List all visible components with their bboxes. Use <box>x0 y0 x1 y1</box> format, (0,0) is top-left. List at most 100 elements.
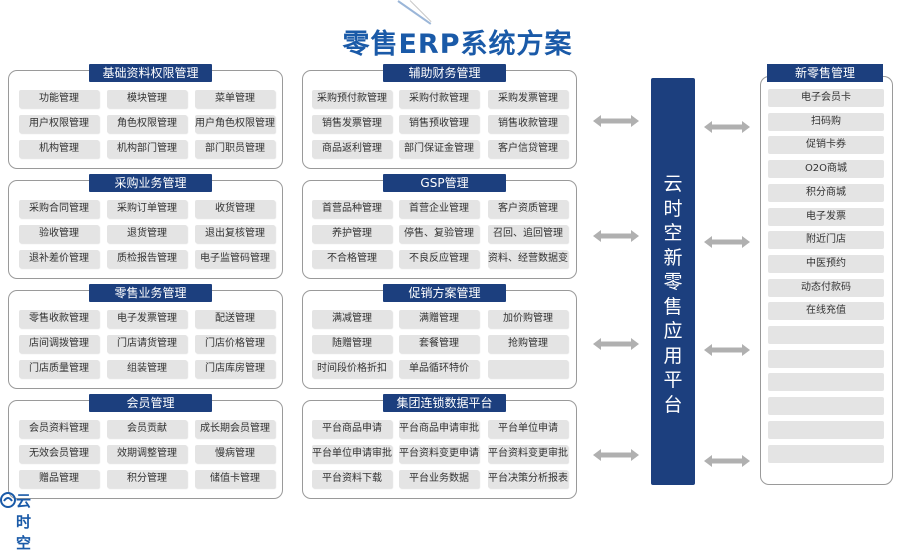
new-retail-item: O2O商城 <box>768 160 884 179</box>
double-arrow-icon <box>704 344 750 356</box>
new-retail-item: 扫码购 <box>768 112 884 131</box>
left-item: 退补差价管理 <box>19 250 99 268</box>
cloud-platform-char: 平 <box>663 369 683 391</box>
mid-item: 部门保证金管理 <box>399 140 479 158</box>
mid-item: 销售发票管理 <box>312 115 392 133</box>
left-item: 赠品管理 <box>19 470 99 488</box>
left-item: 成长期会员管理 <box>195 420 275 438</box>
new-retail-item: 中医预约 <box>768 254 884 273</box>
left-item: 门店库房管理 <box>195 360 275 378</box>
mid-item: 采购预付款管理 <box>312 90 392 108</box>
mid-item: 平台决策分析报表 <box>488 470 568 488</box>
left-item: 机构部门管理 <box>107 140 187 158</box>
left-item: 门店质量管理 <box>19 360 99 378</box>
mid-item: 首营品种管理 <box>312 200 392 218</box>
left-item: 功能管理 <box>19 90 99 108</box>
double-arrow-icon <box>704 236 750 248</box>
mid-item: 销售收款管理 <box>488 115 568 133</box>
new-retail-item: 在线充值 <box>768 302 884 321</box>
left-item: 门店请货管理 <box>107 335 187 353</box>
new-retail-item <box>768 373 884 392</box>
left-item: 无效会员管理 <box>19 445 99 463</box>
mid-item <box>488 360 568 378</box>
mid-item: 采购付款管理 <box>399 90 479 108</box>
mid-item: 不良反应管理 <box>399 250 479 268</box>
double-arrow-icon <box>704 121 750 133</box>
cloud-platform-char: 时 <box>663 197 683 220</box>
mid-item: 资料、经营数据变更 <box>488 250 568 268</box>
left-item: 菜单管理 <box>195 90 275 108</box>
left-item: 店间调拨管理 <box>19 335 99 353</box>
cloud-platform-char: 售 <box>663 295 683 318</box>
left-item: 会员贡献 <box>107 420 187 438</box>
new-retail-item: 积分商城 <box>768 183 884 202</box>
mid-item: 平台资料变更审批 <box>488 445 568 463</box>
mid-item: 销售预收管理 <box>399 115 479 133</box>
left-panel-title: 采购业务管理 <box>89 174 212 192</box>
new-retail-item: 电子会员卡 <box>768 89 884 107</box>
double-arrow-icon <box>593 230 639 242</box>
left-item: 用户权限管理 <box>19 115 99 133</box>
mid-item: 加价购管理 <box>488 310 568 328</box>
left-item: 用户角色权限管理 <box>195 115 275 133</box>
mid-panel-title: 集团连锁数据平台 <box>383 394 506 412</box>
left-item: 采购订单管理 <box>107 200 187 218</box>
mid-item: 采购发票管理 <box>488 90 568 108</box>
left-item: 零售收款管理 <box>19 310 99 328</box>
mid-panel-title: 促销方案管理 <box>383 284 506 302</box>
mid-item: 随赠管理 <box>312 335 392 353</box>
mid-item: 商品返利管理 <box>312 140 392 158</box>
mid-item: 抢购管理 <box>488 335 568 353</box>
mid-item: 停售、复验管理 <box>399 225 479 243</box>
mid-item: 套餐管理 <box>399 335 479 353</box>
mid-item: 平台单位申请 <box>488 420 568 438</box>
cloud-platform-char: 应 <box>663 320 683 342</box>
left-item: 门店价格管理 <box>195 335 275 353</box>
mid-item: 平台资料变更申请 <box>399 445 479 463</box>
left-item: 退出复核管理 <box>195 225 275 243</box>
new-retail-item <box>768 420 884 439</box>
left-item: 质检报告管理 <box>107 250 187 268</box>
mid-item: 满减管理 <box>312 310 392 328</box>
new-retail-item <box>768 326 884 344</box>
left-item: 验收管理 <box>19 225 99 243</box>
mid-item: 不合格管理 <box>312 250 392 268</box>
logo-text: 云时空 <box>16 492 32 552</box>
left-item: 机构管理 <box>19 140 99 158</box>
left-panel-title: 零售业务管理 <box>89 284 212 302</box>
cloud-platform-label: 云时空新零售应用平台 <box>651 172 695 417</box>
new-retail-item <box>768 444 884 463</box>
mid-item: 养护管理 <box>312 225 392 243</box>
mid-item: 平台资料下载 <box>312 470 392 488</box>
double-arrow-icon <box>593 338 639 350</box>
cloud-platform-char: 空 <box>663 222 683 244</box>
left-item: 模块管理 <box>107 90 187 108</box>
cloud-platform-char: 云 <box>663 173 683 195</box>
cloud-platform-bar: 云时空新零售应用平台 <box>651 78 695 485</box>
left-item: 采购合同管理 <box>19 200 99 218</box>
mid-item: 客户信贷管理 <box>488 140 568 158</box>
left-item: 积分管理 <box>107 470 187 488</box>
left-item: 效期调整管理 <box>107 445 187 463</box>
left-item: 会员资料管理 <box>19 420 99 438</box>
cloud-platform-char: 用 <box>663 344 683 367</box>
left-item: 退货管理 <box>107 225 187 243</box>
new-retail-item <box>768 397 884 416</box>
left-item: 储值卡管理 <box>195 470 275 488</box>
left-item: 配送管理 <box>195 310 275 328</box>
cloud-platform-char: 台 <box>663 393 683 416</box>
left-item: 收货管理 <box>195 200 275 218</box>
left-panel-title: 基础资料权限管理 <box>89 64 212 82</box>
left-item: 角色权限管理 <box>107 115 187 133</box>
mid-item: 平台业务数据 <box>399 470 479 488</box>
double-arrow-icon <box>593 115 639 127</box>
mid-item: 客户资质管理 <box>488 200 568 218</box>
mid-item: 平台商品申请 <box>312 420 392 438</box>
left-item: 组装管理 <box>107 360 187 378</box>
left-item: 慢病管理 <box>195 445 275 463</box>
page-title: 零售ERP系统方案 <box>342 29 573 60</box>
double-arrow-icon <box>704 455 750 467</box>
new-retail-title: 新零售管理 <box>767 64 883 82</box>
mid-panel-title: 辅助财务管理 <box>383 64 506 82</box>
double-arrow-icon <box>593 449 639 461</box>
